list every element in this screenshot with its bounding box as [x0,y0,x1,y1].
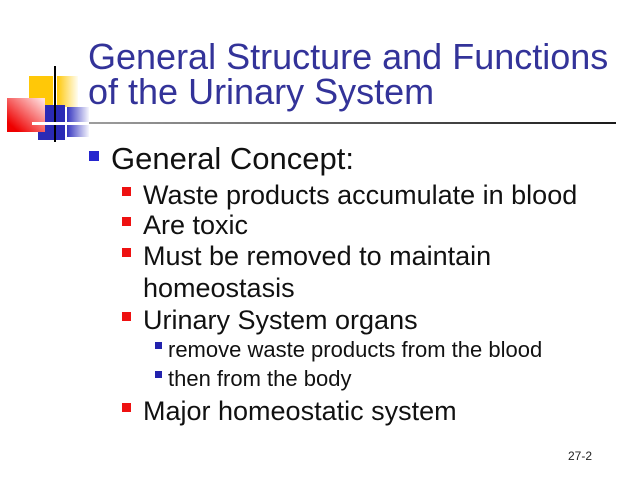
bullet-text: then from the body [168,366,352,391]
square-bullet-icon [155,371,162,378]
decoration-red-gradient-square [7,98,45,132]
square-bullet-icon [89,151,99,161]
slide-title: General Structure and Functions of the U… [88,36,609,112]
bullet-item-level1: General Concept: [89,142,354,176]
square-bullet-icon [122,217,131,226]
bullet-item-level3: remove waste products from the blood [155,335,542,364]
square-bullet-icon [122,403,131,412]
bullet-text: Urinary System organs [143,305,418,335]
bullet-text: General Concept: [111,141,354,176]
bullet-item-level2: Are toxic [122,209,248,241]
bullet-item-level2: Waste products accumulate in blood [122,179,577,211]
bullet-text: Must be removed to maintain homeostasis [143,241,492,303]
page-number: 27-2 [567,449,592,463]
title-underline [88,122,616,124]
square-bullet-icon [122,248,131,257]
bullet-item-level2: Must be removed to maintain homeostasis [122,240,504,304]
bullet-text: Are toxic [143,210,249,240]
decoration-yellow-gradient-square [57,76,78,107]
bullet-text: Waste products accumulate in blood [143,180,578,210]
square-bullet-icon [122,187,131,196]
decoration-white-line [32,122,89,125]
square-bullet-icon [155,342,162,349]
bullet-item-level3: then from the body [155,364,351,393]
bullet-text: Major homeostatic system [143,396,457,426]
bullet-item-level2: Major homeostatic system [122,395,457,427]
decoration-vertical-line [54,66,56,142]
bullet-item-level2: Urinary System organs [122,304,418,336]
slide-title-line2: of the Urinary System [88,71,435,112]
square-bullet-icon [122,312,131,321]
bullet-text: remove waste products from the blood [168,337,543,362]
slide-title-line1: General Structure and Functions [88,36,609,77]
